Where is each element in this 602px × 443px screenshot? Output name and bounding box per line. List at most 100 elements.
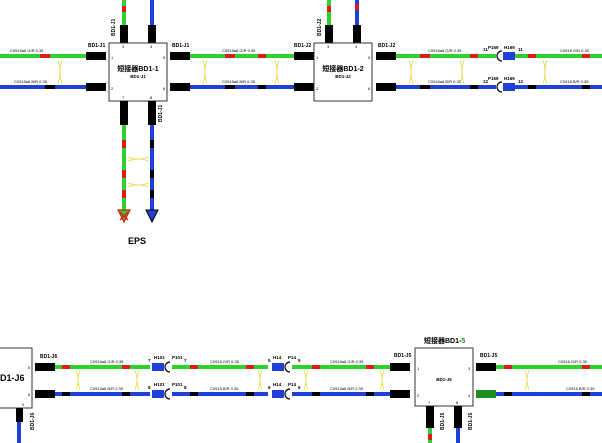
twist-mark bbox=[127, 156, 149, 162]
wire-label: C0916 G/R 0.35 bbox=[558, 359, 588, 364]
connector-block bbox=[454, 406, 462, 428]
pin-number: 8 bbox=[184, 385, 187, 390]
connector-label: H169 bbox=[504, 45, 515, 50]
pin-number: 11 bbox=[518, 47, 523, 52]
pin-number: 6 bbox=[28, 392, 31, 397]
pin-number: 2 bbox=[316, 86, 319, 91]
twist-mark bbox=[524, 370, 530, 391]
wire-label: C0916a6 G/R 0.35 bbox=[90, 359, 124, 364]
pin-number: 8 bbox=[148, 385, 151, 390]
pin-number: 5 bbox=[268, 358, 271, 363]
connector-label: P14 bbox=[288, 355, 297, 360]
connector-label: BD1-J1 bbox=[88, 43, 105, 49]
twist-mark bbox=[57, 59, 63, 85]
pin-number: 7 bbox=[184, 358, 187, 363]
connector-block bbox=[390, 390, 410, 398]
pin-number: 3 bbox=[327, 44, 330, 49]
connector-label: BD1-J2 bbox=[294, 43, 311, 49]
connector-block bbox=[148, 25, 156, 43]
shorting-box-bd1-6 bbox=[0, 347, 33, 409]
pin-number: 2 bbox=[417, 393, 420, 398]
connector-block bbox=[426, 406, 434, 428]
mating-arc bbox=[164, 361, 171, 373]
connector-label: BD1-J5 bbox=[468, 413, 474, 430]
twist-mark bbox=[127, 182, 149, 188]
box-title: 短接器BD1-2 bbox=[322, 64, 363, 73]
pin-number: 5 bbox=[28, 365, 31, 370]
pin-number: 11 bbox=[483, 47, 488, 52]
connector-label: BD1-J5 bbox=[480, 353, 497, 359]
cross-mark-icon bbox=[119, 211, 129, 221]
connector-label: BD1-J1 bbox=[111, 19, 117, 36]
connector-label: H101 bbox=[154, 382, 165, 387]
connector-label: BD1-J1 bbox=[158, 105, 164, 122]
box-subtitle: BD1-J1 bbox=[130, 74, 146, 79]
connector-block bbox=[152, 363, 164, 371]
mating-arc bbox=[164, 388, 171, 400]
connector-label: H169 bbox=[504, 76, 515, 81]
connector-block bbox=[35, 363, 55, 371]
pin-number: 3 bbox=[468, 366, 471, 371]
connector-label: H101 bbox=[154, 355, 165, 360]
connector-block bbox=[86, 52, 106, 60]
mating-arc bbox=[284, 361, 291, 373]
wire-label: C0915a6 B/R 0.35 bbox=[330, 386, 364, 391]
pin-number: 12 bbox=[483, 79, 489, 84]
connector-label: P101 bbox=[172, 382, 183, 387]
wire-label: C0915a6 G/R 0.35 bbox=[330, 359, 364, 364]
arrow-down-icon bbox=[145, 209, 159, 224]
connector-label: BD1-J6 bbox=[30, 413, 36, 430]
connector-block bbox=[120, 101, 128, 125]
connector-label: BD1-J5 bbox=[440, 413, 446, 430]
pin-number: 2 bbox=[111, 86, 114, 91]
connector-label: P169 bbox=[488, 76, 499, 81]
twist-mark bbox=[379, 370, 385, 391]
connector-block bbox=[152, 390, 164, 398]
pin-number: 6 bbox=[368, 86, 371, 91]
wire-label: C0915a6 B/R 0.35 bbox=[222, 79, 256, 84]
connector-block bbox=[170, 52, 190, 60]
twist-mark bbox=[257, 370, 263, 391]
box-subtitle: BD1-J5 bbox=[436, 377, 452, 382]
pin-number: 6 bbox=[298, 385, 301, 390]
connector-block bbox=[16, 408, 23, 422]
shorting-box-bd1-2 bbox=[313, 42, 373, 102]
pin-number: 4 bbox=[468, 393, 471, 398]
wire-label: C0915 B/R 0.35 bbox=[566, 386, 595, 391]
pin-number: 7 bbox=[122, 95, 125, 100]
eps-label: EPS bbox=[128, 236, 146, 246]
connector-block bbox=[353, 25, 361, 43]
wire-label: C0915 B/R 0.35 bbox=[210, 386, 239, 391]
box-title: D1-J6 bbox=[0, 373, 25, 383]
wire-label: C0918 B/R 0.35 bbox=[560, 79, 589, 84]
connector-block bbox=[376, 52, 396, 60]
connector-block bbox=[476, 390, 496, 398]
pin-number: 7 bbox=[428, 400, 431, 405]
twist-mark bbox=[408, 59, 414, 85]
connector-block bbox=[170, 83, 190, 91]
wire-label: C0916a6 G/R 0.35 bbox=[428, 48, 462, 53]
pin-number: 5 bbox=[163, 55, 166, 60]
twist-mark bbox=[459, 59, 465, 85]
box-title: 短接器BD1-1 bbox=[117, 64, 158, 73]
connector-label: BD1-J5 bbox=[394, 353, 411, 359]
pin-number: 1 bbox=[417, 366, 420, 371]
connector-label: BD1-J6 bbox=[40, 354, 57, 360]
connector-block bbox=[503, 83, 515, 91]
box-title-prefix: 短接器BD1- bbox=[424, 336, 462, 345]
connector-block bbox=[503, 52, 515, 60]
wire-label: C0915 G/R 0.35 bbox=[210, 359, 240, 364]
wire-label: C0916a6 B/R 0.35 bbox=[428, 79, 462, 84]
connector-label: H14 bbox=[273, 355, 282, 360]
connector-label: BD1-J2 bbox=[378, 43, 395, 49]
pin-number: 3 bbox=[122, 44, 125, 49]
connector-block bbox=[120, 25, 128, 43]
box-subtitle: BD1-J2 bbox=[335, 74, 351, 79]
connector-block bbox=[272, 390, 284, 398]
pin-number: 1 bbox=[316, 55, 319, 60]
mating-arc bbox=[284, 388, 291, 400]
connector-block bbox=[325, 25, 333, 43]
twist-mark bbox=[542, 59, 548, 85]
mating-arc bbox=[496, 81, 503, 93]
shorting-box-bd1-5 bbox=[414, 347, 474, 407]
